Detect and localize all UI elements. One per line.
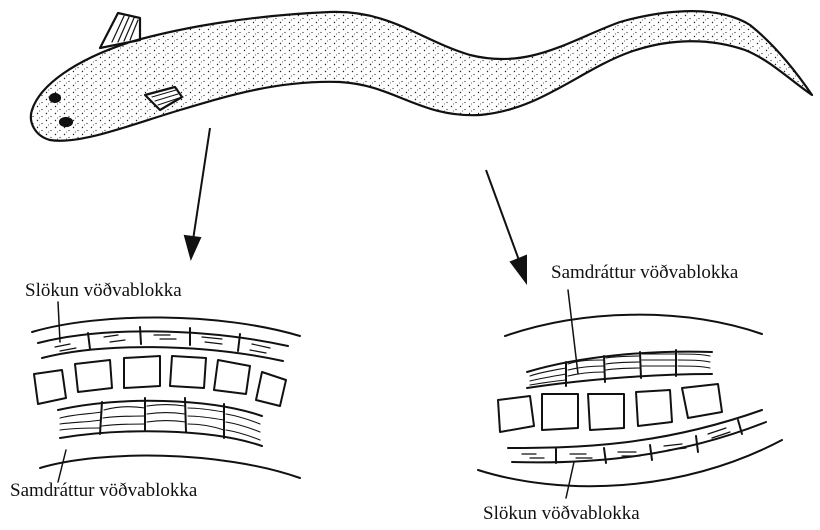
left-vertebrae	[34, 356, 286, 406]
eel-nostril	[60, 118, 72, 126]
left-body-segment	[32, 302, 300, 482]
eel-eye	[50, 94, 60, 102]
eel-body	[31, 11, 812, 141]
eel	[31, 11, 812, 141]
label-relaxation-left: Slökun vöðvablokka	[25, 281, 182, 300]
right-body-segment	[478, 290, 782, 498]
right-vertebrae	[498, 384, 722, 432]
left-outer-bottom-curve	[40, 456, 300, 478]
arrow-left	[185, 128, 210, 258]
left-relaxed-muscle-row	[38, 327, 288, 361]
label-contraction-right: Samdráttur vöðvablokka	[551, 263, 738, 282]
label-contraction-left: Samdráttur vöðvablokka	[10, 481, 197, 500]
arrows	[185, 128, 526, 282]
right-outer-top-curve	[505, 315, 762, 336]
right-contracted-muscle-row	[527, 290, 712, 388]
label-relaxation-right: Slökun vöðvablokka	[483, 504, 640, 523]
left-outer-top-curve	[32, 317, 300, 336]
arrow-right	[486, 170, 526, 282]
